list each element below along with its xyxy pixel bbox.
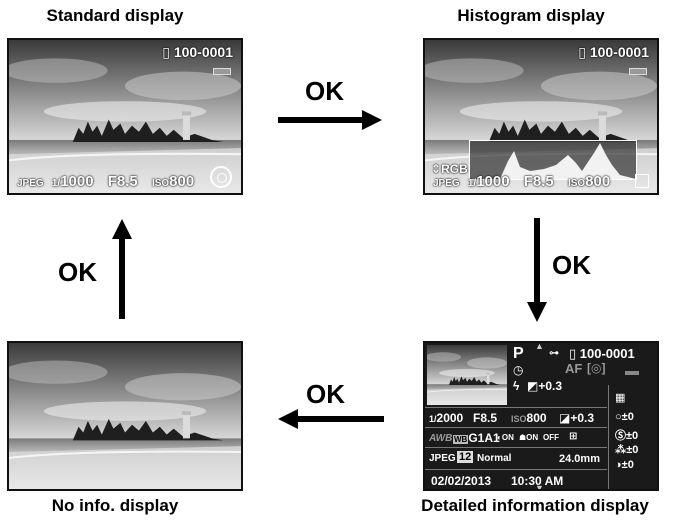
ok-label-left: OK [306,379,345,409]
af-mode: AF [565,361,583,376]
drive-mode-icon: ◷ [513,363,524,377]
flash-comp-icon: ◩ [527,379,539,393]
exposure-mode: P [513,345,524,362]
shooting-info-bar: JPEG 1/1000 F8.5 ISO800 [433,173,611,190]
no-info-display-title: No info. display [51,496,179,515]
aperture: F8.5 [473,411,498,425]
histogram-graph [469,140,637,180]
distortion-setting: OFF [543,433,559,442]
ok-label-down: OK [552,250,591,280]
flash-compensation: ◩+0.3 [527,379,563,393]
detailed-info-display-screen: P ▲ ⊶ ▯ 100-0001 ◷ AF [◎] ϟ ◩+0.3 1/2000… [423,341,659,491]
standard-display-title: Standard display [46,6,184,25]
contrast-adjust: ○±0 [615,411,634,423]
ev-comp-icon: ◪ [559,411,571,425]
hdr-icon: ⊞ [569,431,578,442]
card-icon: ▯ [569,346,577,361]
shadow-setting: ☗ON [519,433,539,442]
standard-display-screen: ▯ 100-0001 JPEG 1/1000 F8.5 ISO800 [7,38,243,195]
battery-icon [213,68,231,75]
d-range-setting: ◐ON [497,433,514,442]
file-number: ▯ 100-0001 [569,346,635,361]
ok-label-up: OK [58,257,97,287]
date: 02/02/2013 [431,474,492,488]
beach-photo [9,343,241,489]
battery-icon [625,371,639,375]
card-icon: ▯ [578,44,586,60]
flash-icon: ϟ [513,379,520,393]
key-adjust: ◑±0 [615,459,634,471]
megapixels: 12 [457,451,474,463]
saturation-adjust: Ⓢ±0 [615,430,639,442]
divider-3 [425,447,607,448]
white-balance: AWB [429,433,453,444]
shutter-speed: 1/2000 [429,411,464,425]
arrow-left-icon [278,409,384,429]
up-arrow-icon: ▲ [535,341,544,351]
divider-4 [425,469,607,470]
protect-key-icon: ⊶ [549,348,559,359]
arrow-down-icon [527,218,547,322]
file-format: JPEG [429,453,456,464]
divider-1 [425,407,607,408]
ev-compensation: ◪+0.3 [559,411,595,425]
quality: Normal [477,453,512,464]
card-icon: ▯ [162,44,170,60]
metering-icon: [◎] [587,361,606,375]
arrow-right-icon [278,110,382,130]
file-number: ▯ 100-0001 [578,44,649,60]
shooting-info-bar: JPEG 1/1000 F8.5 ISO800 [17,173,195,190]
image-tone-icon: ▦ [615,392,626,404]
iso: ISO800 [511,411,547,425]
battery-icon [629,68,647,75]
histogram-display-title: Histogram display [457,6,605,25]
arrow-up-icon [112,219,132,319]
down-arrow-icon: ▼ [535,483,544,491]
thumbnail-photo [427,345,507,405]
hue-adjust: ⁂±0 [615,444,639,456]
divider-2 [425,427,607,428]
focal-length: 24.0mm [559,453,600,465]
detailed-info-display-title: Detailed information display [421,496,649,515]
divider-vertical [608,385,609,489]
wb-fine-tune: WBG1A1 [453,431,500,445]
mini-histogram-icon [635,174,649,188]
no-info-display-screen [7,341,243,491]
ok-label-right: OK [305,76,344,106]
histogram-curve [470,143,636,179]
time: 10:30 AM [511,474,564,488]
file-number: ▯ 100-0001 [162,44,233,60]
four-way-controller-icon [210,166,232,188]
rgb-toggle-label: ⇕RGB [431,162,468,176]
beach-photo [9,40,241,193]
histogram-display-screen: ▯ 100-0001 ⇕RGB JPEG 1/1000 F8.5 ISO800 [423,38,659,195]
